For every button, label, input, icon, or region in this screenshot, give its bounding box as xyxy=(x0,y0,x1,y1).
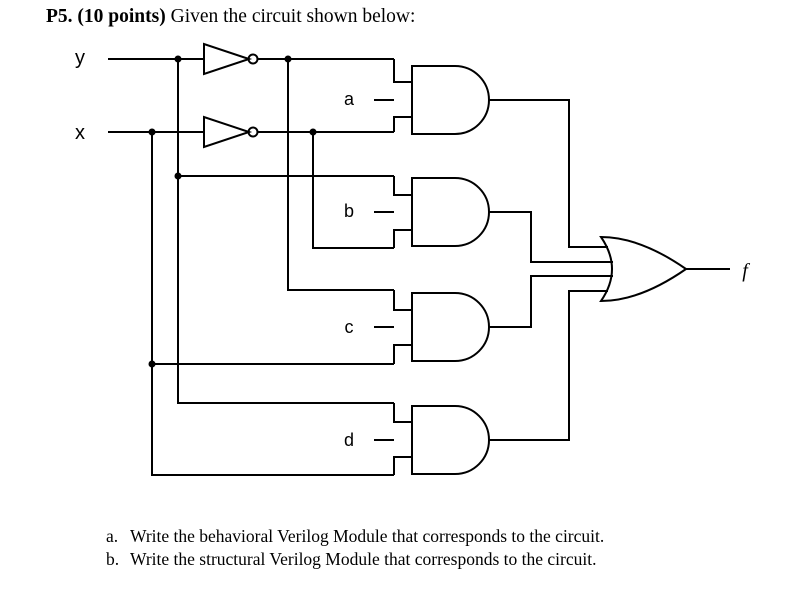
question-list: a. Write the behavioral Verilog Module th… xyxy=(106,525,604,571)
question-text: Write the structural Verilog Module that… xyxy=(130,549,597,569)
and-gate-b xyxy=(411,177,490,247)
and-b-inputs xyxy=(393,176,412,248)
problem-statement: Given the circuit shown below: xyxy=(170,6,416,27)
question-marker: a. xyxy=(106,526,119,546)
output-label-f: f xyxy=(742,260,750,282)
wire-d-to-or xyxy=(489,290,608,441)
junction-x xyxy=(148,128,156,136)
gate-label-b: b xyxy=(344,201,354,221)
wire-c-to-or xyxy=(489,275,613,328)
wire-xnot-tap xyxy=(312,132,394,249)
wire-a-to-or xyxy=(489,99,608,248)
question-item: a. Write the behavioral Verilog Module th… xyxy=(106,525,604,548)
wire-ynot-tap xyxy=(287,59,394,291)
junction-xnot xyxy=(309,128,317,136)
problem-header: P5. (10 points) Given the circuit shown … xyxy=(46,6,415,28)
and-d-inputs xyxy=(393,403,412,475)
question-item: b. Write the structural Verilog Module th… xyxy=(106,548,604,571)
problem-label: P5. xyxy=(46,6,73,27)
gate-label-a: a xyxy=(344,89,355,109)
gate-label-c: c xyxy=(345,317,354,337)
not-gate-y xyxy=(203,42,253,76)
junction-y-b xyxy=(174,172,182,180)
and-gate-c xyxy=(411,292,490,362)
wire-y-tap xyxy=(177,59,394,404)
or-gate xyxy=(599,235,688,303)
and-gate-d xyxy=(411,405,490,475)
gate-label-d: d xyxy=(344,430,354,450)
wire-x-tap xyxy=(151,132,394,476)
problem-points: (10 points) xyxy=(77,6,166,27)
not-gate-x-bubble xyxy=(247,126,259,138)
input-label-x: x xyxy=(75,122,85,144)
and-gate-a xyxy=(411,65,490,135)
input-label-y: y xyxy=(75,47,85,69)
junction-ynot xyxy=(284,55,292,63)
question-marker: b. xyxy=(106,549,120,569)
junction-x-c xyxy=(148,360,156,368)
wire-b-to-or xyxy=(489,211,613,263)
junction-y xyxy=(174,55,182,63)
not-gate-y-bubble xyxy=(247,53,259,65)
and-a-inputs xyxy=(393,59,412,132)
question-text: Write the behavioral Verilog Module that… xyxy=(130,526,605,546)
and-c-inputs xyxy=(393,290,412,364)
not-gate-x xyxy=(203,115,253,149)
